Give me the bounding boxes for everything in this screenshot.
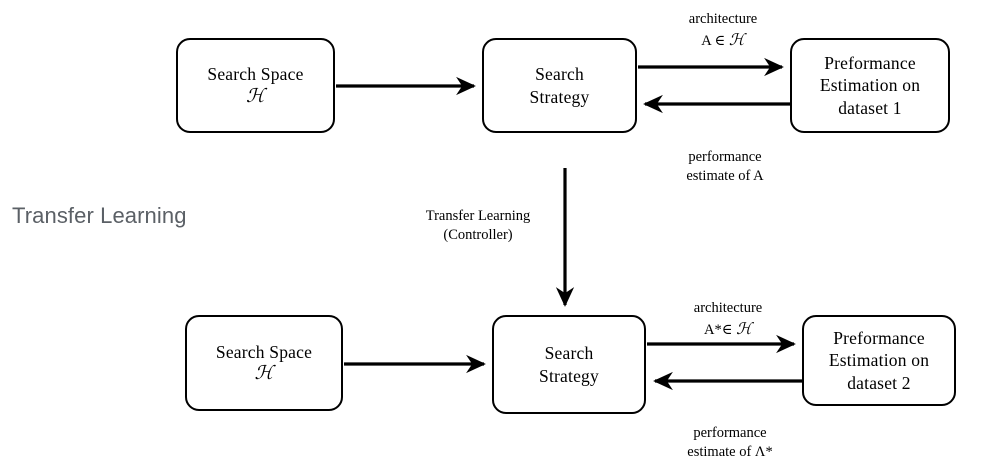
node-label-line: dataset 1	[838, 97, 902, 118]
edge-label-line: A*∈ ℋ	[650, 318, 806, 340]
edge-label-line: estimate of A	[686, 168, 764, 185]
edge-label-line: performance	[688, 149, 762, 165]
edge-label-architecture-bottom: architecture A*∈ ℋ	[650, 299, 806, 340]
node-search-strategy-bottom: Search Strategy	[492, 315, 646, 414]
node-label-line: Estimation on	[828, 350, 930, 371]
edge-label-line: estimate of Λ*	[687, 444, 773, 456]
edge-label-line: architecture	[693, 300, 763, 316]
calligraphic-a-symbol: ℋ	[736, 319, 752, 339]
node-label-line: Search Space	[215, 341, 313, 362]
node-label-line: Strategy	[529, 86, 590, 107]
edge-label-architecture-top: architecture A ∈ ℋ	[648, 10, 798, 51]
node-performance-estimation-bottom: Preformance Estimation on dataset 2	[802, 315, 956, 406]
edge-label-transfer-controller: Transfer Learning (Controller)	[405, 207, 551, 245]
node-label-line: Search	[544, 343, 594, 364]
node-label-line: Preformance	[824, 52, 916, 73]
node-label-line: Search	[535, 64, 584, 85]
edge-label-line: performance	[693, 425, 767, 441]
edge-label-performance-bottom: performance estimate of Λ*	[648, 424, 812, 456]
node-search-space-bottom: Search Space ℋ	[185, 315, 343, 411]
edge-label-performance-top: performance estimate of A	[645, 148, 805, 186]
edge-label-text: A ∈	[701, 33, 729, 50]
node-label-line: dataset 2	[847, 372, 911, 393]
calligraphic-a-symbol: ℋ	[246, 84, 265, 107]
node-search-space-top: Search Space ℋ	[176, 38, 335, 133]
node-label-line: Strategy	[539, 365, 599, 386]
edge-label-line: architecture	[688, 11, 758, 27]
transfer-learning-heading: Transfer Learning	[12, 203, 187, 228]
edge-label-line: A ∈ ℋ	[648, 29, 798, 51]
node-performance-estimation-top: Preformance Estimation on dataset 1	[790, 38, 950, 133]
node-label-line: Preformance	[833, 327, 925, 348]
calligraphic-a-symbol: ℋ	[254, 362, 274, 385]
node-label-line: Estimation on	[819, 75, 921, 96]
edge-label-line: Transfer Learning	[425, 208, 531, 224]
edge-label-text: A*∈	[704, 322, 737, 339]
calligraphic-a-symbol: ℋ	[728, 30, 745, 50]
node-search-strategy-top: Search Strategy	[482, 38, 637, 133]
node-label-line: Search Space	[207, 64, 304, 85]
edge-label-line: (Controller)	[443, 227, 513, 244]
